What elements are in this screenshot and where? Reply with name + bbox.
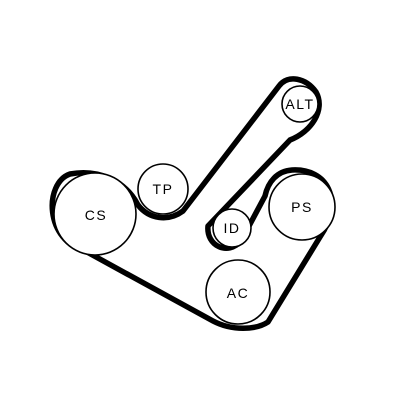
pulley-alt-circle [281, 85, 319, 123]
pulley-alt: ALT [281, 85, 319, 123]
pulley-alt-label: ALT [285, 96, 314, 112]
pulley-id-label: ID [224, 220, 241, 236]
pulley-ac: AC [205, 259, 271, 325]
pulley-tp: TP [137, 163, 189, 215]
pulley-id-circle [212, 208, 252, 248]
pulley-cs-label: CS [85, 207, 107, 223]
pulley-id: ID [212, 208, 252, 248]
pulley-tp-label: TP [153, 181, 174, 197]
pulley-ps: PS [268, 173, 336, 241]
pulley-ac-label: AC [227, 285, 249, 301]
pulley-ps-label: PS [291, 199, 313, 215]
pulley-cs: CS [53, 172, 137, 256]
pulley-ps-circle [268, 173, 336, 241]
pulley-cs-circle [53, 172, 137, 256]
pulley-tp-circle [137, 163, 189, 215]
pulley-ac-circle [205, 259, 271, 325]
